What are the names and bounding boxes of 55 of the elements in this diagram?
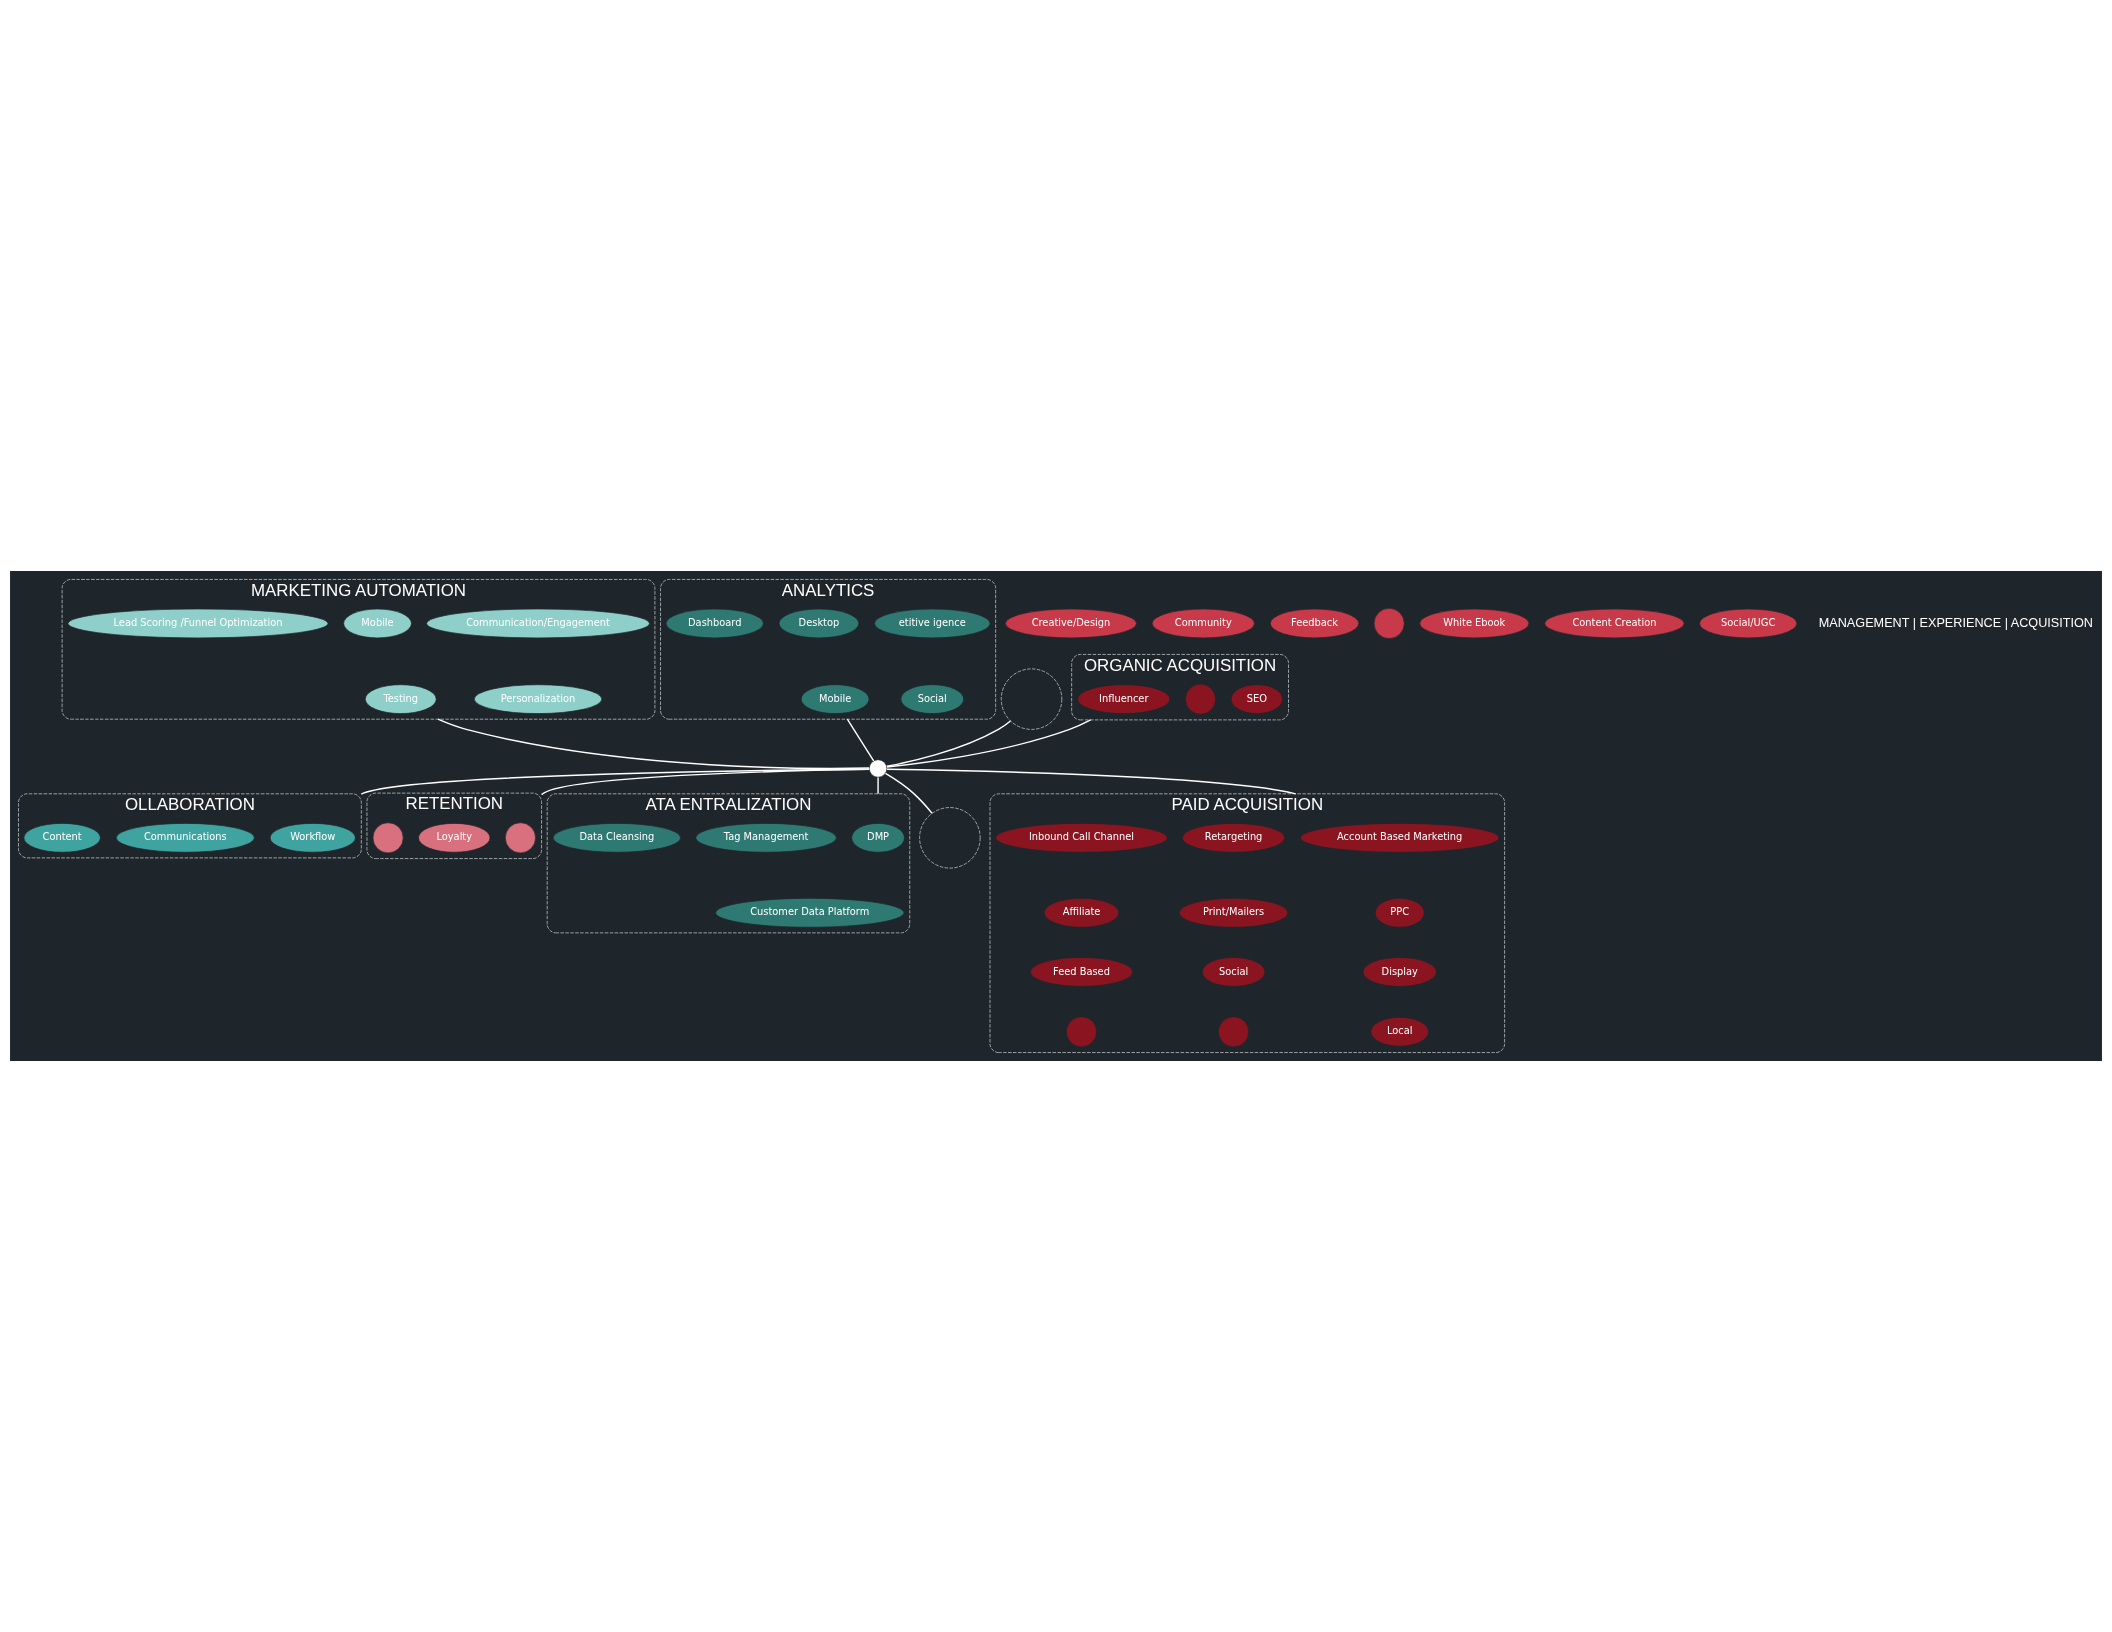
node-circle: [1185, 683, 1216, 715]
node-ellipse: Local: [1370, 1017, 1429, 1047]
node-ellipse: Content Creation: [1544, 608, 1685, 639]
node-circle: [1218, 1016, 1250, 1048]
connector: [886, 768, 1297, 795]
connector: [877, 776, 879, 795]
connector: [846, 718, 875, 762]
connector: [886, 720, 1012, 767]
label: MANAGEMENT | EXPERIENCE | ACQUISITION: [1818, 615, 2094, 630]
node-ellipse: Tag Management: [695, 823, 837, 853]
node-ellipse: Lead Scoring /Funnel Optimization: [67, 608, 329, 639]
node-circle: [1000, 668, 1063, 730]
node-ellipse: Inbound Call Channel: [995, 823, 1168, 853]
node-ellipse: Influencer: [1077, 684, 1171, 714]
node-ellipse: Print/Mailers: [1178, 898, 1289, 928]
node-ellipse: etitive igence: [874, 608, 991, 639]
node-ellipse: Personalization: [473, 684, 603, 714]
node-circle: [1066, 1016, 1097, 1048]
node-ellipse: Desktop: [778, 608, 860, 639]
node-ellipse: Testing: [364, 684, 437, 714]
node-ellipse: Customer Data Platform: [715, 898, 905, 928]
node-ellipse: Social/UGC: [1699, 608, 1798, 639]
node-ellipse: SEO: [1230, 684, 1283, 714]
connector: [540, 768, 870, 796]
node-ellipse: Feed Based: [1030, 957, 1133, 987]
connector: [360, 768, 870, 795]
node-ellipse: Social: [900, 684, 964, 714]
node-ellipse: Dashboard: [665, 608, 764, 639]
node-ellipse: Retargeting: [1182, 823, 1286, 853]
node-circle: [919, 807, 981, 869]
node-ellipse: Workflow: [269, 823, 356, 853]
node-ellipse: Communication/Engagement: [426, 608, 650, 639]
node-circle: [372, 822, 404, 854]
node-circle: [1373, 607, 1405, 639]
node-ellipse: Data Cleansing: [552, 823, 681, 853]
connector: [437, 718, 870, 770]
node-ellipse: Affiliate: [1043, 898, 1120, 928]
node-ellipse: Account Based Marketing: [1300, 823, 1500, 853]
node-ellipse: Social: [1201, 957, 1266, 987]
node-ellipse: Creative/Design: [1005, 608, 1137, 639]
node-ellipse: Mobile: [800, 684, 870, 714]
node-circle: [504, 822, 536, 854]
node-ellipse: White Ebook: [1419, 608, 1530, 639]
node-ellipse: PPC: [1374, 898, 1425, 928]
node-ellipse: Mobile: [343, 608, 412, 639]
node-ellipse: Feedback: [1269, 608, 1360, 639]
node-ellipse: DMP: [851, 823, 905, 853]
node-circle: [868, 759, 888, 778]
node-ellipse: Communications: [115, 823, 255, 853]
node-ellipse: Loyalty: [418, 823, 491, 853]
node-ellipse: Display: [1362, 957, 1437, 987]
node-ellipse: Community: [1151, 608, 1255, 639]
connector: [886, 719, 1092, 768]
connector: [884, 772, 933, 814]
node-ellipse: Content: [23, 823, 101, 853]
